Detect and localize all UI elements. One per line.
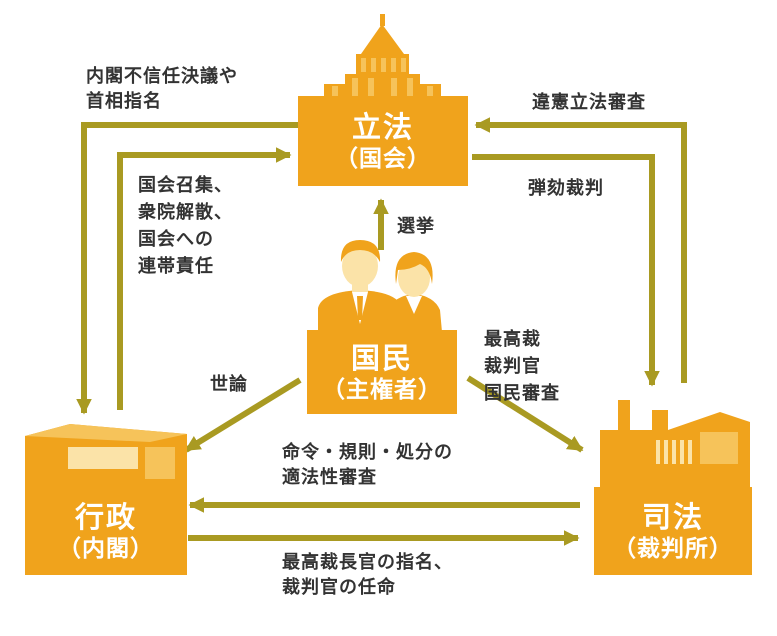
judicial-box: 司法 （裁判所） [594, 487, 752, 575]
arrow-impeachment [472, 154, 660, 387]
executive-box: 行政 （内閣） [25, 487, 187, 575]
citizens-icon [318, 240, 442, 332]
label-convene-dissolve: 国会召集、 衆院解散、 国会への 連帯責任 [138, 175, 233, 277]
label-admin-review: 命令・規則・処分の 適法性審査 [282, 442, 453, 488]
legislative-sub: （国会） [335, 145, 431, 172]
arrow-convene-dissolve [117, 147, 292, 410]
label-election: 選挙 [397, 216, 435, 237]
cabinet-building-icon [25, 424, 187, 487]
diet-building-icon [324, 14, 441, 96]
people-sub: （主権者） [322, 376, 442, 403]
arrow-no-confidence [76, 122, 298, 415]
arrow-public-opinion [184, 377, 302, 453]
label-impeachment: 弾劾裁判 [528, 178, 604, 199]
label-no-confidence: 内閣不信任決議や 首相指名 [86, 66, 238, 112]
judicial-sub: （裁判所） [613, 535, 733, 562]
people-name: 国民 [350, 340, 413, 375]
arrow-national-review [466, 375, 584, 453]
executive-name: 行政 [74, 499, 137, 534]
legislative-box: 立法 （国会） [298, 96, 468, 186]
label-national-review: 最高裁 裁判官 国民審査 [484, 329, 560, 404]
label-public-opinion: 世論 [210, 374, 248, 395]
label-appointment: 最高裁長官の指名、 裁判官の任命 [282, 552, 453, 598]
legislative-name: 立法 [351, 109, 414, 144]
label-judicial-review-law: 違憲立法審査 [532, 92, 646, 113]
arrow-judicial-review-law [474, 117, 687, 383]
executive-sub: （内閣） [58, 535, 154, 562]
court-building-icon [600, 400, 750, 488]
judicial-name: 司法 [641, 499, 704, 534]
people-box: 国民 （主権者） [307, 330, 457, 414]
